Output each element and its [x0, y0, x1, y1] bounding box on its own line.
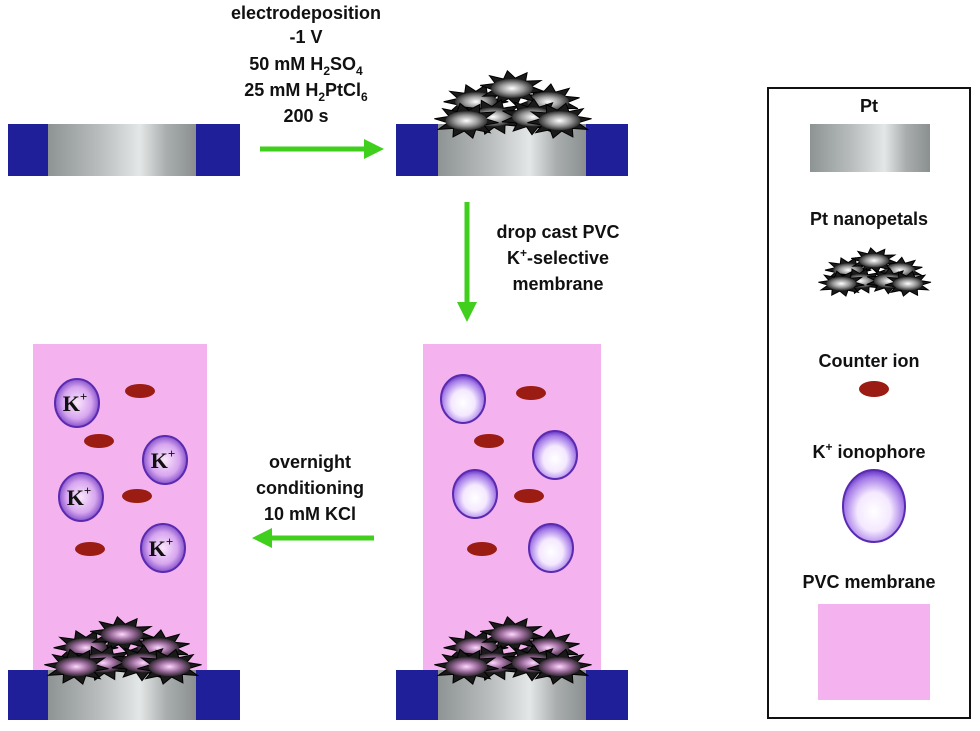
legend-ionophore-swatch — [842, 469, 906, 543]
ionophore — [140, 523, 186, 573]
nanopetal-core — [859, 253, 889, 268]
counter-ion — [514, 489, 544, 503]
label-conditioning: overnight conditioning 10 mM KCl — [256, 452, 364, 524]
nanopetal-core — [893, 276, 923, 291]
text-h2ptcl6: 25 mM H2PtCl6 — [244, 80, 368, 104]
ionophore — [528, 523, 574, 573]
electrode-membrane — [396, 344, 628, 720]
ionophore — [54, 378, 100, 428]
counter-ion — [125, 384, 155, 398]
nanopetals-cluster — [434, 69, 592, 139]
text-membrane: membrane — [512, 274, 603, 294]
nanopetal-core — [491, 78, 533, 98]
potassium-ion-label: K+ — [67, 483, 92, 510]
potassium-ion-label: K+ — [151, 446, 176, 473]
ionophore — [452, 469, 498, 519]
nanopetals-cluster — [434, 615, 592, 685]
substrate-left — [8, 670, 48, 720]
platinum-layer — [438, 124, 586, 176]
text-kcl: 10 mM KCl — [264, 504, 356, 524]
substrate-right — [586, 670, 628, 720]
text-electrodeposition: electrodeposition — [231, 3, 381, 23]
text-voltage: -1 V — [289, 27, 322, 47]
legend-nanopetals-label: Pt nanopetals — [810, 209, 928, 229]
substrate-left — [8, 124, 48, 176]
ions-group: K+ K+ K+ K+ — [54, 378, 188, 573]
text-duration: 200 s — [283, 106, 328, 126]
label-drop-cast: drop cast PVC K+-selective membrane — [496, 222, 619, 294]
potassium-ion-label: K+ — [63, 389, 88, 416]
ionophore — [440, 374, 486, 424]
nanopetal-core — [55, 657, 98, 677]
nanopetal-core — [491, 624, 533, 644]
nanopetal-core — [538, 657, 581, 677]
potassium-ion-label: K+ — [149, 534, 174, 561]
nanopetal-core — [445, 657, 488, 677]
electrode-conditioned: K+ K+ K+ K+ — [8, 344, 240, 720]
counter-ion — [467, 542, 497, 556]
legend-pvc-swatch — [818, 604, 930, 700]
legend-counter-ion-swatch — [859, 381, 889, 397]
substrate-right — [196, 124, 240, 176]
text-drop-cast: drop cast PVC — [496, 222, 619, 242]
nanopetal-core — [445, 111, 488, 131]
counter-ion — [75, 542, 105, 556]
counter-ion — [474, 434, 504, 448]
counter-ion — [516, 386, 546, 400]
legend-pt-swatch — [810, 124, 930, 172]
ionophore — [142, 435, 188, 485]
text-overnight: overnight — [269, 452, 351, 472]
substrate-left — [396, 670, 438, 720]
substrate-right — [586, 124, 628, 176]
counter-ion — [84, 434, 114, 448]
text-conditioning: conditioning — [256, 478, 364, 498]
text-k-selective: K+-selective — [507, 246, 609, 268]
nanopetals-cluster — [44, 615, 202, 685]
nanopetal-core — [538, 111, 581, 131]
nanopetal-core — [101, 624, 143, 644]
nanopetal-core — [148, 657, 191, 677]
legend-counter-ion-label: Counter ion — [819, 351, 920, 371]
counter-ion — [122, 489, 152, 503]
substrate-left — [396, 124, 438, 176]
platinum-layer — [48, 124, 196, 176]
ions-group — [440, 374, 578, 573]
legend-pvc-label: PVC membrane — [802, 572, 935, 592]
electrode-nanopetals — [396, 69, 628, 176]
nanopetal-core — [826, 276, 857, 291]
legend: Pt Pt nanopetals Counter ion K+ ionophor… — [767, 87, 971, 719]
substrate-right — [196, 670, 240, 720]
legend-pt-label: Pt — [860, 96, 878, 116]
ionophore — [532, 430, 578, 480]
label-electrodeposition: electrodeposition -1 V 50 mM H2SO4 25 mM… — [231, 3, 381, 126]
electrode-bare — [8, 124, 240, 176]
ionophore — [58, 472, 104, 522]
legend-nanopetals-swatch — [818, 247, 932, 297]
text-h2so4: 50 mM H2SO4 — [249, 54, 363, 78]
legend-ionophore-label: K+ ionophore — [812, 440, 925, 462]
